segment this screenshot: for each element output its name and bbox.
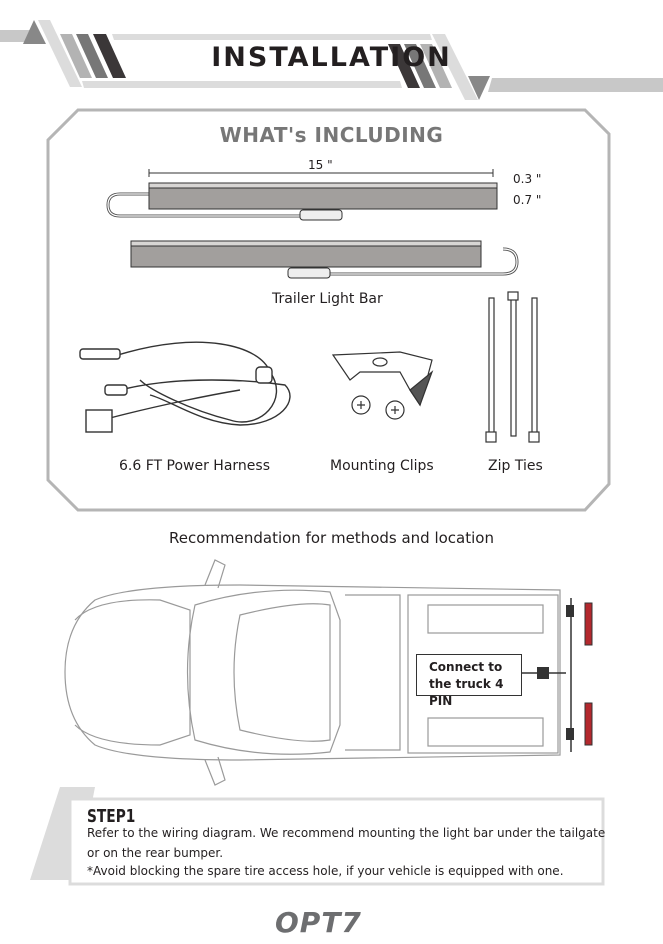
- item-label-clips: Mounting Clips: [330, 458, 434, 474]
- item-label-harness: 6.6 FT Power Harness: [119, 458, 270, 474]
- step-frame: [68, 797, 605, 886]
- step-text: or on the rear bumper.: [87, 846, 224, 860]
- truck-diagram: [64, 559, 561, 786]
- recommendation-title: Recommendation for methods and location: [169, 529, 494, 547]
- opt7-logo: OPT7: [275, 906, 362, 939]
- connect-callout: Connect to the truck 4 PIN: [416, 654, 522, 708]
- height-dimension: 0.7 ": [513, 193, 542, 207]
- callout-line: Connect to: [429, 660, 503, 674]
- length-dimension: 15 ": [308, 158, 333, 172]
- included-title: WHAT's INCLUDING: [219, 123, 444, 147]
- page-title: INSTALLATION: [211, 42, 452, 73]
- light-bar-image: [106, 169, 519, 279]
- included-frame: [46, 108, 611, 512]
- top-height-dimension: 0.3 ": [513, 172, 542, 186]
- zip-ties-image: [485, 291, 540, 443]
- header-banner: [0, 20, 663, 100]
- step-text: Refer to the wiring diagram. We recommen…: [87, 826, 606, 840]
- mounting-clips-image: [331, 351, 434, 420]
- item-label-zip-ties: Zip Ties: [488, 458, 543, 474]
- step-text: *Avoid blocking the spare tire access ho…: [87, 864, 564, 878]
- light-bar-mounted: [522, 598, 593, 752]
- callout-line: the truck 4 PIN: [429, 677, 504, 708]
- item-label-light-bar: Trailer Light Bar: [272, 291, 383, 307]
- power-harness-image: [79, 341, 291, 433]
- step-title: STEP1: [87, 806, 136, 827]
